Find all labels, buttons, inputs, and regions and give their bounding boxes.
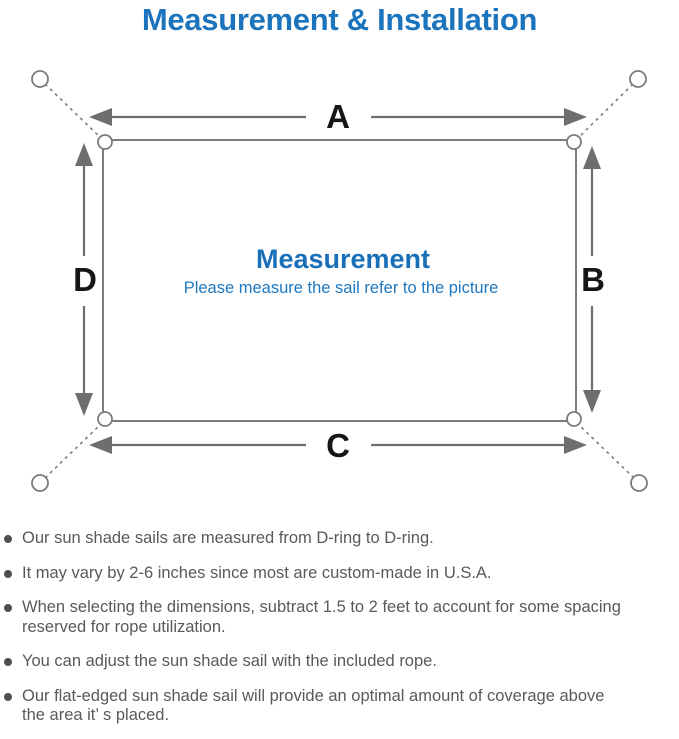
dim-label-b: B xyxy=(581,261,605,298)
note-line: Our sun shade sails are measured from D-… xyxy=(22,529,434,547)
note-line: When selecting the dimensions, subtract … xyxy=(22,598,621,616)
note-text: When selecting the dimensions, subtract … xyxy=(22,598,621,637)
anchor-ring-icon xyxy=(629,70,647,88)
measurement-diagram: A C D B Measurement Please measure the s… xyxy=(31,70,648,492)
list-item: It may vary by 2-6 inches since most are… xyxy=(4,564,667,584)
note-text: You can adjust the sun shade sail with t… xyxy=(22,652,437,672)
bullet-icon xyxy=(4,604,12,612)
note-text: Our flat-edged sun shade sail will provi… xyxy=(22,687,604,726)
notes-list: Our sun shade sails are measured from D-… xyxy=(0,529,671,739)
bullet-icon xyxy=(4,692,12,701)
bullet-icon xyxy=(4,535,12,543)
dimension-arrow-d xyxy=(75,143,93,416)
dimension-arrow-c xyxy=(89,436,587,454)
rope-line-bottom-left xyxy=(44,423,102,479)
list-item: Our sun shade sails are measured from D-… xyxy=(4,529,667,549)
d-ring-icon xyxy=(97,411,113,427)
bullet-icon xyxy=(4,658,12,666)
list-item: You can adjust the sun shade sail with t… xyxy=(4,652,667,672)
list-item: When selecting the dimensions, subtract … xyxy=(4,598,667,637)
d-ring-icon xyxy=(566,411,582,427)
note-line: You can adjust the sun shade sail with t… xyxy=(22,652,437,670)
sail-outline xyxy=(102,139,577,422)
anchor-ring-icon xyxy=(31,70,49,88)
note-line: It may vary by 2-6 inches since most are… xyxy=(22,563,492,582)
note-line: Our flat-edged sun shade sail will provi… xyxy=(22,686,605,705)
rope-line-top-left xyxy=(44,83,102,139)
note-text: It may vary by 2-6 inches since most are… xyxy=(22,564,492,584)
dimension-arrow-b xyxy=(583,146,601,413)
note-line: the area it’ s placed. xyxy=(22,706,170,724)
rope-line-bottom-right xyxy=(577,423,635,479)
dim-label-c: C xyxy=(326,427,350,464)
anchor-ring-icon xyxy=(31,474,49,492)
d-ring-icon xyxy=(97,134,113,150)
anchor-ring-icon xyxy=(630,474,648,492)
diagram-subheading: Please measure the sail refer to the pic… xyxy=(184,279,499,297)
list-item: Our flat-edged sun shade sail will provi… xyxy=(4,687,667,726)
dim-label-a: A xyxy=(326,98,350,135)
diagram-heading: Measurement xyxy=(256,244,430,274)
bullet-icon xyxy=(4,569,12,578)
note-line: reserved for rope utilization. xyxy=(22,617,226,636)
note-text: Our sun shade sails are measured from D-… xyxy=(22,529,434,549)
d-ring-icon xyxy=(566,134,582,150)
dim-label-d: D xyxy=(73,261,97,298)
rope-line-top-right xyxy=(577,83,634,139)
dimension-arrow-a xyxy=(89,108,587,126)
page-title: Measurement & Installation xyxy=(141,2,538,37)
